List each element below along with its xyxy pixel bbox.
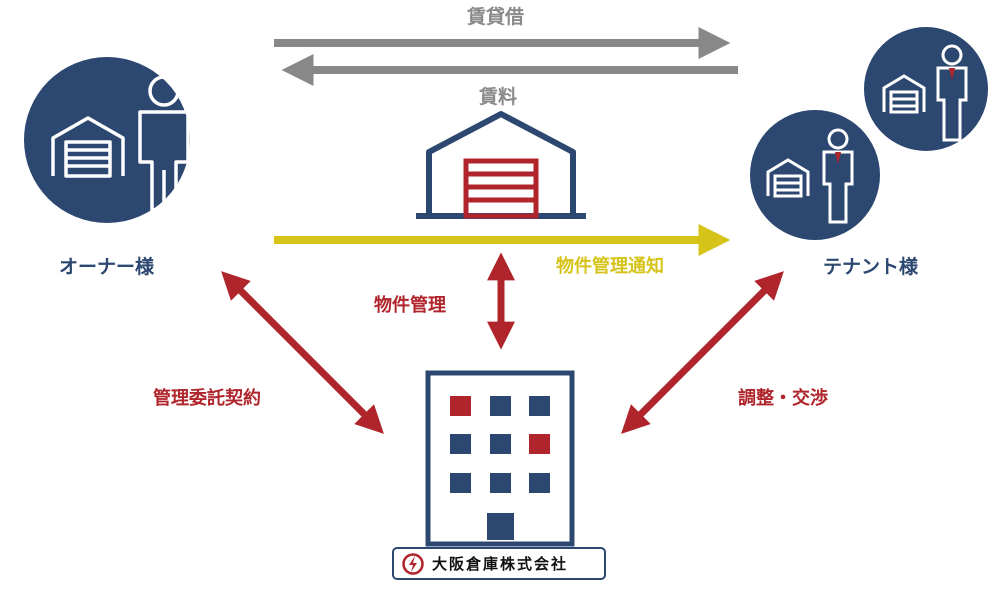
contract-arrow (221, 271, 384, 434)
rent-label: 賃料 (479, 86, 518, 108)
tenant-with-warehouse-icon (750, 27, 988, 240)
office-building-icon (425, 370, 575, 547)
notice-label: 物件管理通知 (556, 256, 664, 277)
contract-label: 管理委託契約 (153, 388, 261, 409)
management-label: 物件管理 (374, 295, 446, 316)
company-badge: 大阪倉庫株式会社 (392, 547, 606, 580)
company-logo-icon (402, 552, 424, 575)
warehouse-icon (416, 111, 586, 219)
lease-label: 賃貸借 (467, 6, 525, 28)
tenant-label: テナント様 (823, 256, 919, 278)
negotiation-label: 調整・交渉 (738, 388, 828, 409)
owner-label: オーナー様 (59, 256, 155, 278)
company-name: 大阪倉庫株式会社 (432, 555, 569, 573)
negotiation-arrow (621, 271, 784, 434)
owner-with-warehouse-icon (24, 57, 190, 223)
